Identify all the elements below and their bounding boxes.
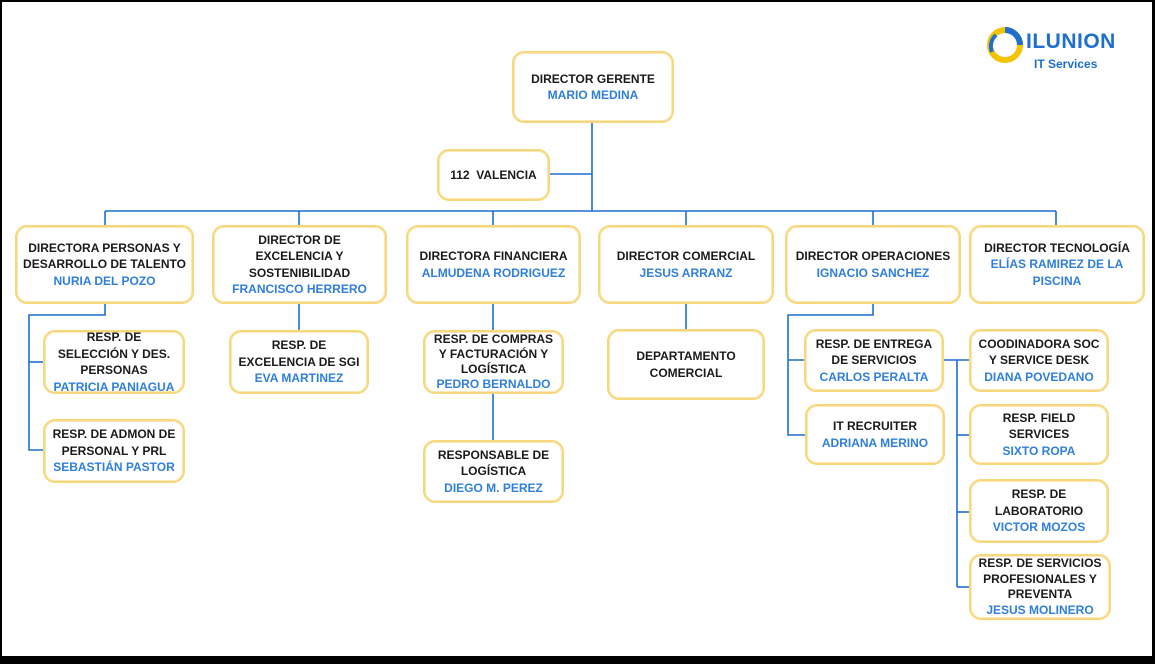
- node-title: IT RECRUITER: [833, 419, 917, 433]
- node-person: ADRIANA MERINO: [821, 435, 929, 450]
- node-responsable-logistica[interactable]: RESPONSABLE DE LOGÍSTICA DIEGO M. PEREZ: [423, 440, 564, 503]
- node-it-recruiter[interactable]: IT RECRUITER ADRIANA MERINO: [805, 404, 945, 465]
- node-person: NURIA DEL POZO: [53, 273, 156, 288]
- node-person: JESUS MOLINERO: [986, 602, 1094, 617]
- node-person: ELÍAS RAMIREZ DE LA PISCINA: [990, 257, 1124, 288]
- node-directora-personas[interactable]: DIRECTORA PERSONAS Y DESARROLLO DE TALEN…: [15, 225, 194, 304]
- node-resp-admon[interactable]: RESP. DE ADMON DE PERSONAL Y PRL SEBASTI…: [43, 419, 185, 483]
- node-resp-entrega[interactable]: RESP. DE ENTREGA DE SERVICIOS CARLOS PER…: [804, 329, 944, 392]
- node-title: RESP. DE COMPRAS Y FACTURACIÓN Y LOGÍSTI…: [433, 332, 554, 376]
- node-departamento-comercial[interactable]: DEPARTAMENTO COMERCIAL: [607, 329, 765, 400]
- node-person: CARLOS PERALTA: [819, 369, 929, 384]
- node-person: DIANA POVEDANO: [984, 369, 1094, 384]
- node-person: JESUS ARRANZ: [639, 265, 733, 280]
- node-resp-laboratorio[interactable]: RESP. DE LABORATORIO VICTOR MOZOS: [969, 479, 1109, 543]
- node-title: DEPARTAMENTO COMERCIAL: [636, 349, 736, 380]
- node-person: MARIO MEDINA: [547, 88, 639, 102]
- node-director-operaciones[interactable]: DIRECTOR OPERACIONES IGNACIO SANCHEZ: [785, 225, 961, 304]
- node-resp-excelencia-sgi[interactable]: RESP. DE EXCELENCIA DE SGI EVA MARTINEZ: [229, 330, 369, 394]
- node-resp-compras[interactable]: RESP. DE COMPRAS Y FACTURACIÓN Y LOGÍSTI…: [423, 330, 564, 394]
- node-person: VICTOR MOZOS: [992, 520, 1086, 535]
- node-person: FRANCISCO HERRERO: [232, 282, 367, 296]
- node-title: DIRECTORA PERSONAS Y DESARROLLO DE TALEN…: [23, 240, 186, 272]
- brand-subtitle: IT Services: [1034, 57, 1098, 71]
- node-title: RESP. FIELD SERVICES: [1002, 410, 1076, 442]
- node-director-excelencia[interactable]: DIRECTOR DE EXCELENCIA Y SOSTENIBILIDAD …: [212, 225, 387, 304]
- node-resp-servicios-profesionales[interactable]: RESP. DE SERVICIOS PROFESIONALES Y PREVE…: [969, 554, 1111, 620]
- node-title: RESP. DE LABORATORIO: [994, 487, 1084, 518]
- node-director-comercial[interactable]: DIRECTOR COMERCIAL JESUS ARRANZ: [598, 225, 774, 304]
- node-title: 112 VALENCIA: [450, 167, 537, 182]
- node-person: DIEGO M. PEREZ: [444, 480, 543, 495]
- ilunion-logo-icon: [987, 27, 1023, 63]
- node-director-tecnologia[interactable]: DIRECTOR TECNOLOGÍA ELÍAS RAMIREZ DE LA …: [969, 225, 1145, 304]
- node-title: DIRECTOR DE EXCELENCIA Y SOSTENIBILIDAD: [248, 232, 351, 280]
- node-directora-financiera[interactable]: DIRECTORA FINANCIERA ALMUDENA RODRIGUEZ: [406, 225, 581, 304]
- node-person: PATRICIA PANIAGUA: [53, 379, 175, 394]
- node-person: ALMUDENA RODRIGUEZ: [421, 265, 566, 280]
- node-title: DIRECTOR GERENTE: [531, 71, 655, 86]
- node-title: DIRECTOR TECNOLOGÍA: [984, 240, 1130, 255]
- node-title: RESP. DE SELECCIÓN Y DES. PERSONAS: [57, 330, 171, 377]
- node-resp-seleccion[interactable]: RESP. DE SELECCIÓN Y DES. PERSONAS PATRI…: [43, 330, 185, 394]
- node-title: RESPONSABLE DE LOGÍSTICA: [437, 447, 550, 479]
- node-title: COODINADORA SOC Y SERVICE DESK: [978, 336, 1100, 368]
- node-title: RESP. DE EXCELENCIA DE SGI: [238, 338, 360, 369]
- node-person: SEBASTIÁN PASTOR: [53, 460, 175, 475]
- node-person: IGNACIO SANCHEZ: [816, 265, 930, 280]
- node-title: DIRECTOR OPERACIONES: [795, 249, 951, 263]
- node-valencia[interactable]: 112 VALENCIA: [437, 149, 550, 201]
- node-title: RESP. DE SERVICIOS PROFESIONALES Y PREVE…: [978, 556, 1102, 601]
- ilunion-logo: ILUNION IT Services: [986, 26, 1136, 74]
- node-title: DIRECTORA FINANCIERA: [419, 249, 568, 263]
- node-resp-field-services[interactable]: RESP. FIELD SERVICES SIXTO ROPA: [969, 404, 1109, 465]
- node-title: RESP. DE ADMON DE PERSONAL Y PRL: [52, 427, 176, 458]
- brand-name: ILUNION: [1026, 30, 1116, 53]
- node-title: DIRECTOR COMERCIAL: [616, 249, 756, 263]
- node-title: RESP. DE ENTREGA DE SERVICIOS: [815, 336, 933, 368]
- node-person: SIXTO ROPA: [1002, 443, 1076, 458]
- node-coordinadora-soc[interactable]: COODINADORA SOC Y SERVICE DESK DIANA POV…: [969, 329, 1109, 392]
- node-director-gerente[interactable]: DIRECTOR GERENTE MARIO MEDINA: [512, 51, 674, 123]
- node-person: PEDRO BERNALDO: [436, 377, 551, 391]
- node-person: EVA MARTINEZ: [254, 371, 344, 386]
